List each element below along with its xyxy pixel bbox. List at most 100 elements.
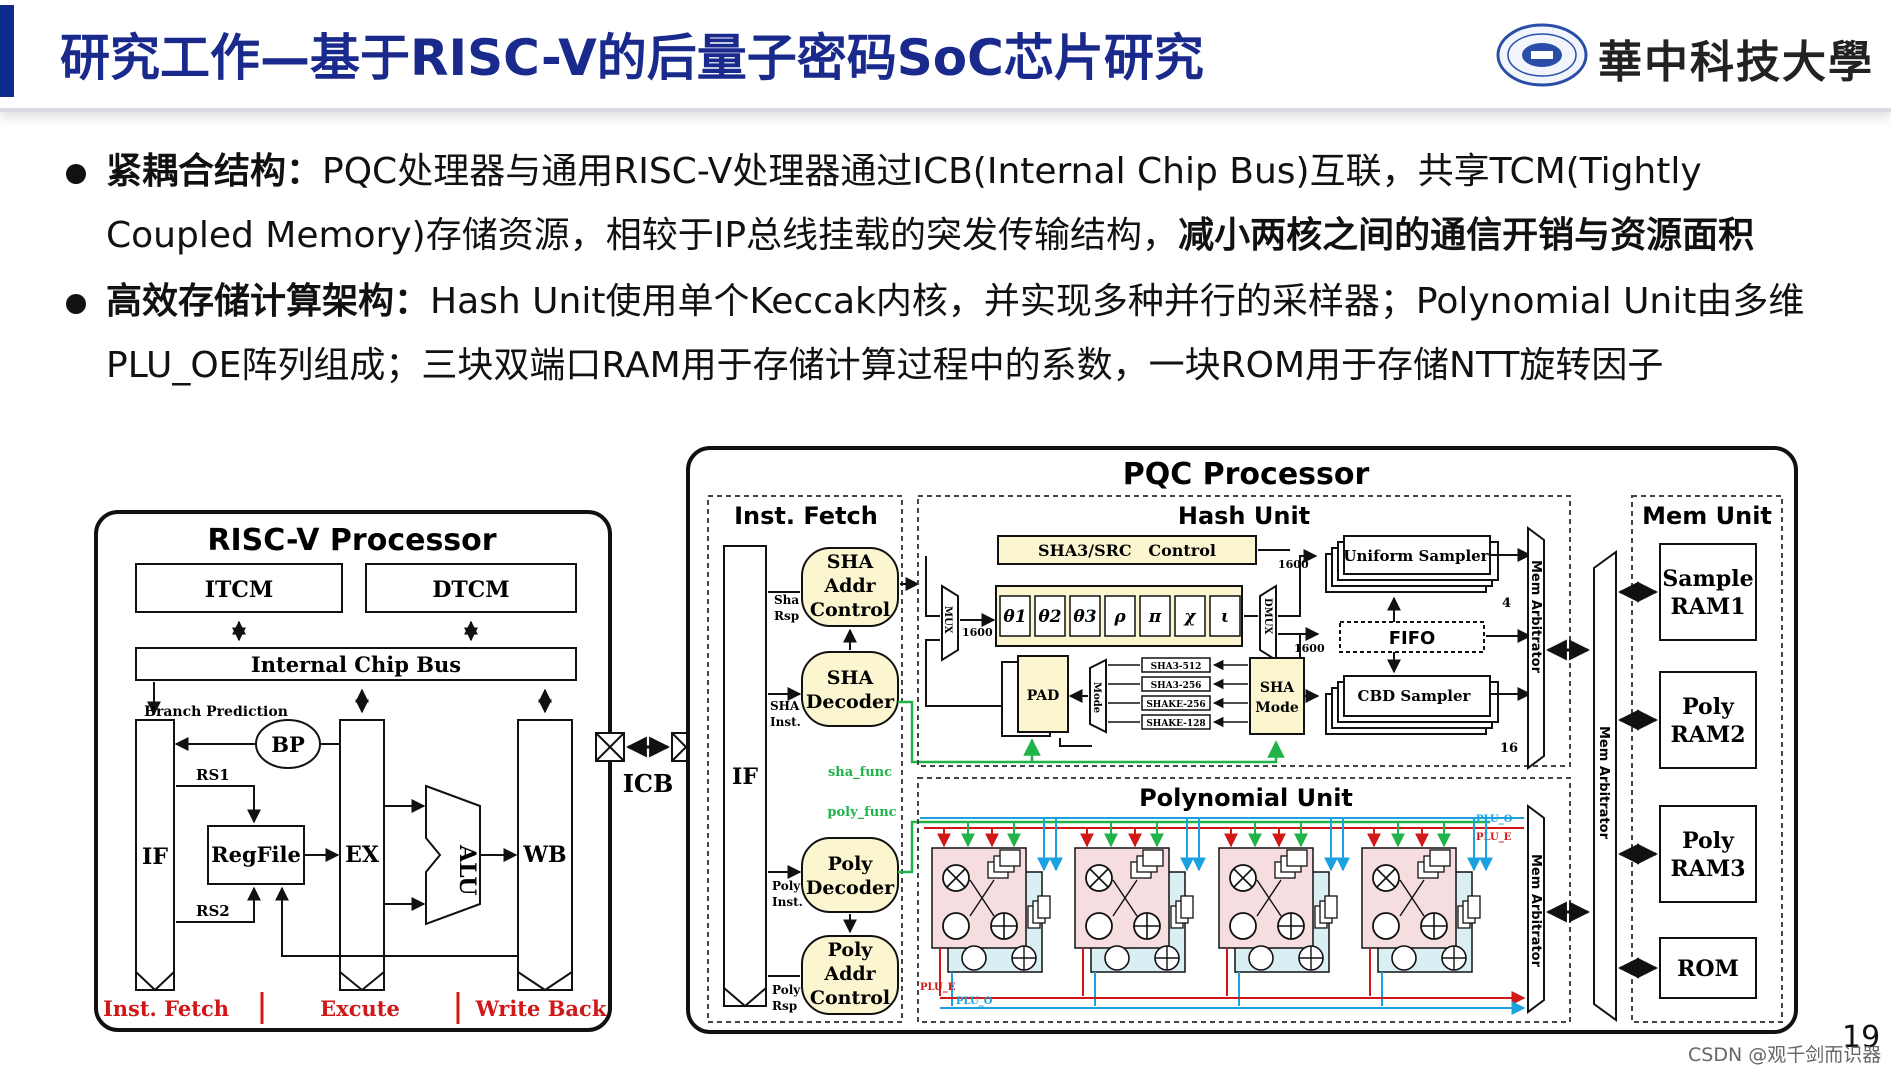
- sha-mode-label: SHAKE-128: [1146, 719, 1205, 729]
- dtcm-block: [365, 563, 577, 613]
- dmux-block: DMUX: [1259, 584, 1277, 662]
- internal-chip-bus-label: Internal Chip Bus: [251, 652, 461, 677]
- mode-mux: Mode: [1089, 658, 1107, 734]
- svg-text:16: 16: [1500, 741, 1518, 756]
- svg-text:Mem Arbitrator: Mem Arbitrator: [1528, 854, 1543, 968]
- rom-block: ROM: [1659, 937, 1757, 999]
- svg-text:Decoder: Decoder: [806, 877, 895, 899]
- internal-chip-bus: [135, 647, 577, 681]
- poly-decoder: Poly Decoder: [801, 837, 899, 913]
- svg-text:Addr: Addr: [823, 963, 876, 985]
- sha-mode-label: SHA3-512: [1151, 662, 1202, 672]
- stage-execute: Excute: [320, 996, 400, 1021]
- university-logo-icon: [1496, 23, 1588, 87]
- svg-text:Control: Control: [810, 599, 890, 621]
- svg-text:1600: 1600: [962, 626, 993, 639]
- keccak-step-label: π: [1148, 607, 1162, 627]
- bullet-lead: 高效存储计算架构：: [106, 281, 431, 322]
- stage-write-back: Write Back: [475, 996, 607, 1021]
- svg-text:1600: 1600: [1294, 642, 1325, 655]
- bullet-storage-compute: 高效存储计算架构：Hash Unit使用单个Keccak内核，并实现多种并行的采…: [60, 270, 1860, 398]
- poly-ram3: Poly RAM3: [1659, 805, 1757, 903]
- bullet-emphasis: 减小两核之间的通信开销与资源面积: [1178, 215, 1755, 256]
- sha-mode-item: [1141, 714, 1211, 730]
- svg-text:Decoder: Decoder: [806, 691, 895, 713]
- watermark: CSDN @观千剑而识器: [1688, 1044, 1882, 1066]
- svg-text:4: 4: [1502, 596, 1511, 611]
- poly-ram2: Poly RAM2: [1659, 671, 1757, 769]
- keccak-step: [1034, 595, 1066, 637]
- svg-text:Sha: Sha: [774, 593, 799, 607]
- sha-func-label: sha_func: [828, 765, 892, 780]
- bullet-list: 紧耦合结构：PQC处理器与通用RISC-V处理器通过ICB(Internal C…: [60, 140, 1860, 398]
- svg-text:Poly: Poly: [828, 853, 874, 875]
- svg-text:Sample: Sample: [1662, 566, 1753, 592]
- svg-text:SHA: SHA: [827, 667, 874, 689]
- svg-text:FIFO: FIFO: [1389, 628, 1436, 649]
- sample-ram1: Sample RAM1: [1659, 543, 1757, 641]
- svg-text:RS1: RS1: [196, 766, 230, 784]
- keccak-step: [1069, 595, 1101, 637]
- svg-text:CBD Sampler: CBD Sampler: [1358, 687, 1472, 705]
- hash-mem-arbitrator: Mem Arbitrator: [1527, 526, 1545, 770]
- svg-text:RAM3: RAM3: [1670, 856, 1745, 882]
- svg-text:IF: IF: [732, 764, 758, 790]
- svg-text:WB: WB: [522, 842, 566, 868]
- svg-text:MUX: MUX: [942, 606, 953, 634]
- plu-array: [931, 818, 1493, 1006]
- mux-block: MUX: [941, 584, 959, 662]
- header-bar: 研究工作—基于RISC-V的后量子密码SoC芯片研究 華中科技大學: [0, 0, 1891, 112]
- svg-text:ROM: ROM: [1677, 956, 1739, 982]
- svg-text:PAD: PAD: [1027, 688, 1060, 704]
- svg-text:SHA3/SRC Control: SHA3/SRC Control: [1038, 541, 1216, 560]
- mem-unit-title: Mem Unit: [1642, 502, 1772, 530]
- sha-mode-block: SHA Mode: [1249, 657, 1305, 735]
- poly-addr-control: Poly Addr Control: [801, 935, 899, 1015]
- sha-mode-item: [1141, 676, 1211, 692]
- page-number: 19: [1842, 1020, 1881, 1055]
- keccak-step: [1174, 595, 1206, 637]
- svg-text:Inst.: Inst.: [772, 895, 803, 909]
- icb-label: ICB: [623, 769, 674, 798]
- keccak-step-label: θ2: [1038, 607, 1061, 627]
- svg-text:BP: BP: [271, 732, 305, 757]
- svg-text:RAM2: RAM2: [1670, 722, 1745, 748]
- sha-mode-label: SHAKE-256: [1146, 700, 1205, 710]
- svg-text:Poly: Poly: [772, 879, 801, 893]
- keccak-step-label: χ: [1183, 607, 1197, 627]
- keccak-step: [1209, 595, 1241, 637]
- svg-text:PLU_O: PLU_O: [956, 996, 993, 1007]
- cbd-sampler: CBD Sampler: [1325, 675, 1499, 735]
- svg-text:Inst.: Inst.: [770, 715, 801, 729]
- svg-text:ALU: ALU: [454, 844, 480, 896]
- slide-title: 研究工作—基于RISC-V的后量子密码SoC芯片研究: [60, 29, 1204, 87]
- svg-text:EX: EX: [345, 842, 380, 868]
- svg-text:DMUX: DMUX: [1262, 598, 1273, 634]
- alu-block: ALU: [425, 784, 481, 926]
- university-name: 華中科技大學: [1598, 37, 1874, 88]
- pqc-if-stage: IF: [723, 545, 767, 1008]
- svg-text:Addr: Addr: [823, 575, 876, 597]
- pad-block: PAD: [1001, 655, 1069, 737]
- svg-text:Control: Control: [810, 987, 890, 1009]
- poly-mem-arbitrator: Mem Arbitrator: [1527, 804, 1545, 1014]
- svg-text:Rsp: Rsp: [774, 609, 799, 623]
- sha-addr-control: SHA Addr Control: [801, 547, 899, 627]
- keccak-step: [1139, 595, 1171, 637]
- sha-mode-item: [1141, 695, 1211, 711]
- svg-text:PLU_O: PLU_O: [1476, 814, 1513, 825]
- pqc-processor: PQC Processor Inst. Fetch IF SHA Addr Co…: [686, 446, 1798, 1034]
- svg-text:Poly: Poly: [1682, 694, 1735, 720]
- svg-text:IF: IF: [142, 844, 168, 870]
- branch-prediction-label: Branch Prediction: [144, 704, 288, 720]
- keccak-step: [1104, 595, 1136, 637]
- polynomial-unit-title: Polynomial Unit: [1139, 784, 1353, 812]
- plu-oe-unit: [1218, 818, 1350, 1006]
- plu-oe-unit: [1074, 818, 1206, 1006]
- stage-inst-fetch: Inst. Fetch: [103, 996, 229, 1021]
- keccak-step-label: ι: [1221, 607, 1229, 627]
- bullet-text: Hash Unit使用单个Keccak内核，并实现多种并行的采样器；Polyno…: [106, 281, 1805, 386]
- bullet-tight-coupling: 紧耦合结构：PQC处理器与通用RISC-V处理器通过ICB(Internal C…: [60, 140, 1860, 268]
